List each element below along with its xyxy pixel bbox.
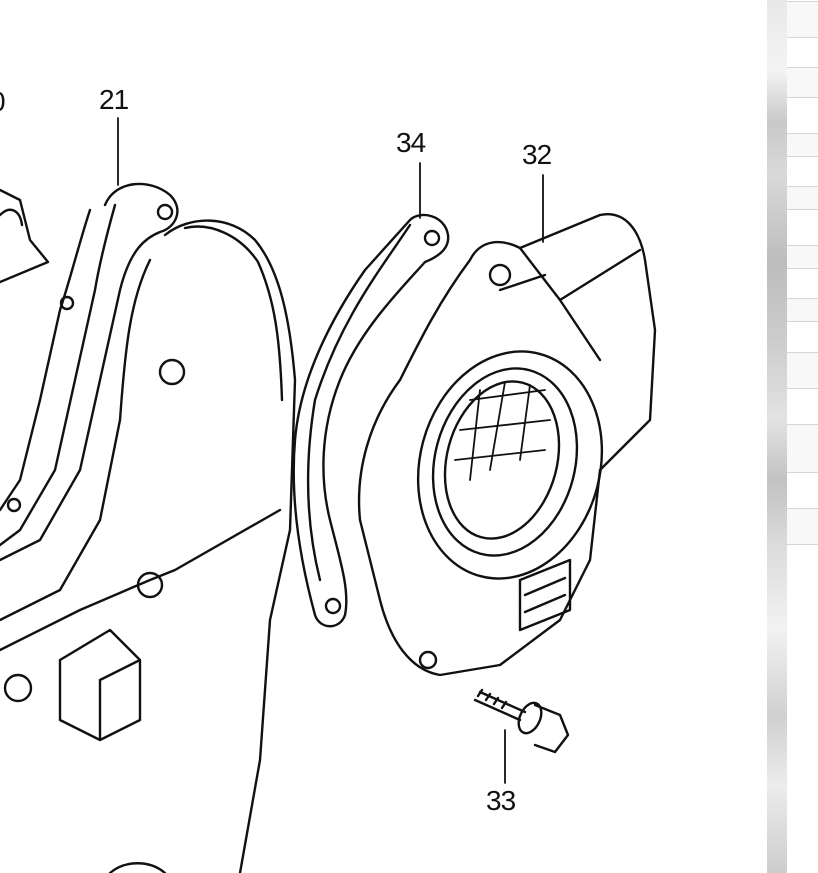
table-row [787, 322, 818, 353]
callout-21: 21 [99, 84, 129, 115]
table-row [787, 509, 818, 545]
table-row [787, 98, 818, 134]
table-row [787, 68, 818, 98]
main-cover [0, 219, 297, 873]
gasket-21 [0, 182, 179, 562]
table-row [787, 187, 818, 210]
table-row [787, 134, 818, 157]
table-row [787, 246, 818, 269]
table-row [787, 2, 818, 38]
bolt-33 [473, 688, 527, 722]
table-row [787, 38, 818, 68]
table-row [787, 210, 818, 246]
table-row [787, 473, 818, 509]
callout-partial: 0 [0, 86, 6, 118]
table-row [787, 299, 818, 322]
table-row [787, 353, 818, 389]
callout-34: 34 [396, 127, 426, 158]
side-table [787, 0, 818, 873]
table-row [787, 269, 818, 299]
gasket-34 [292, 213, 450, 628]
scroll-strip[interactable] [767, 0, 788, 873]
parts-drawing [0, 117, 657, 873]
callout-32: 32 [522, 139, 552, 170]
parts-diagram: 0 21 34 32 33 [0, 84, 657, 873]
table-row [787, 157, 818, 187]
table-row [787, 425, 818, 473]
table-row [787, 389, 818, 425]
cover-32 [357, 213, 657, 677]
left-partial-part [0, 188, 50, 284]
callout-33: 33 [486, 785, 516, 816]
